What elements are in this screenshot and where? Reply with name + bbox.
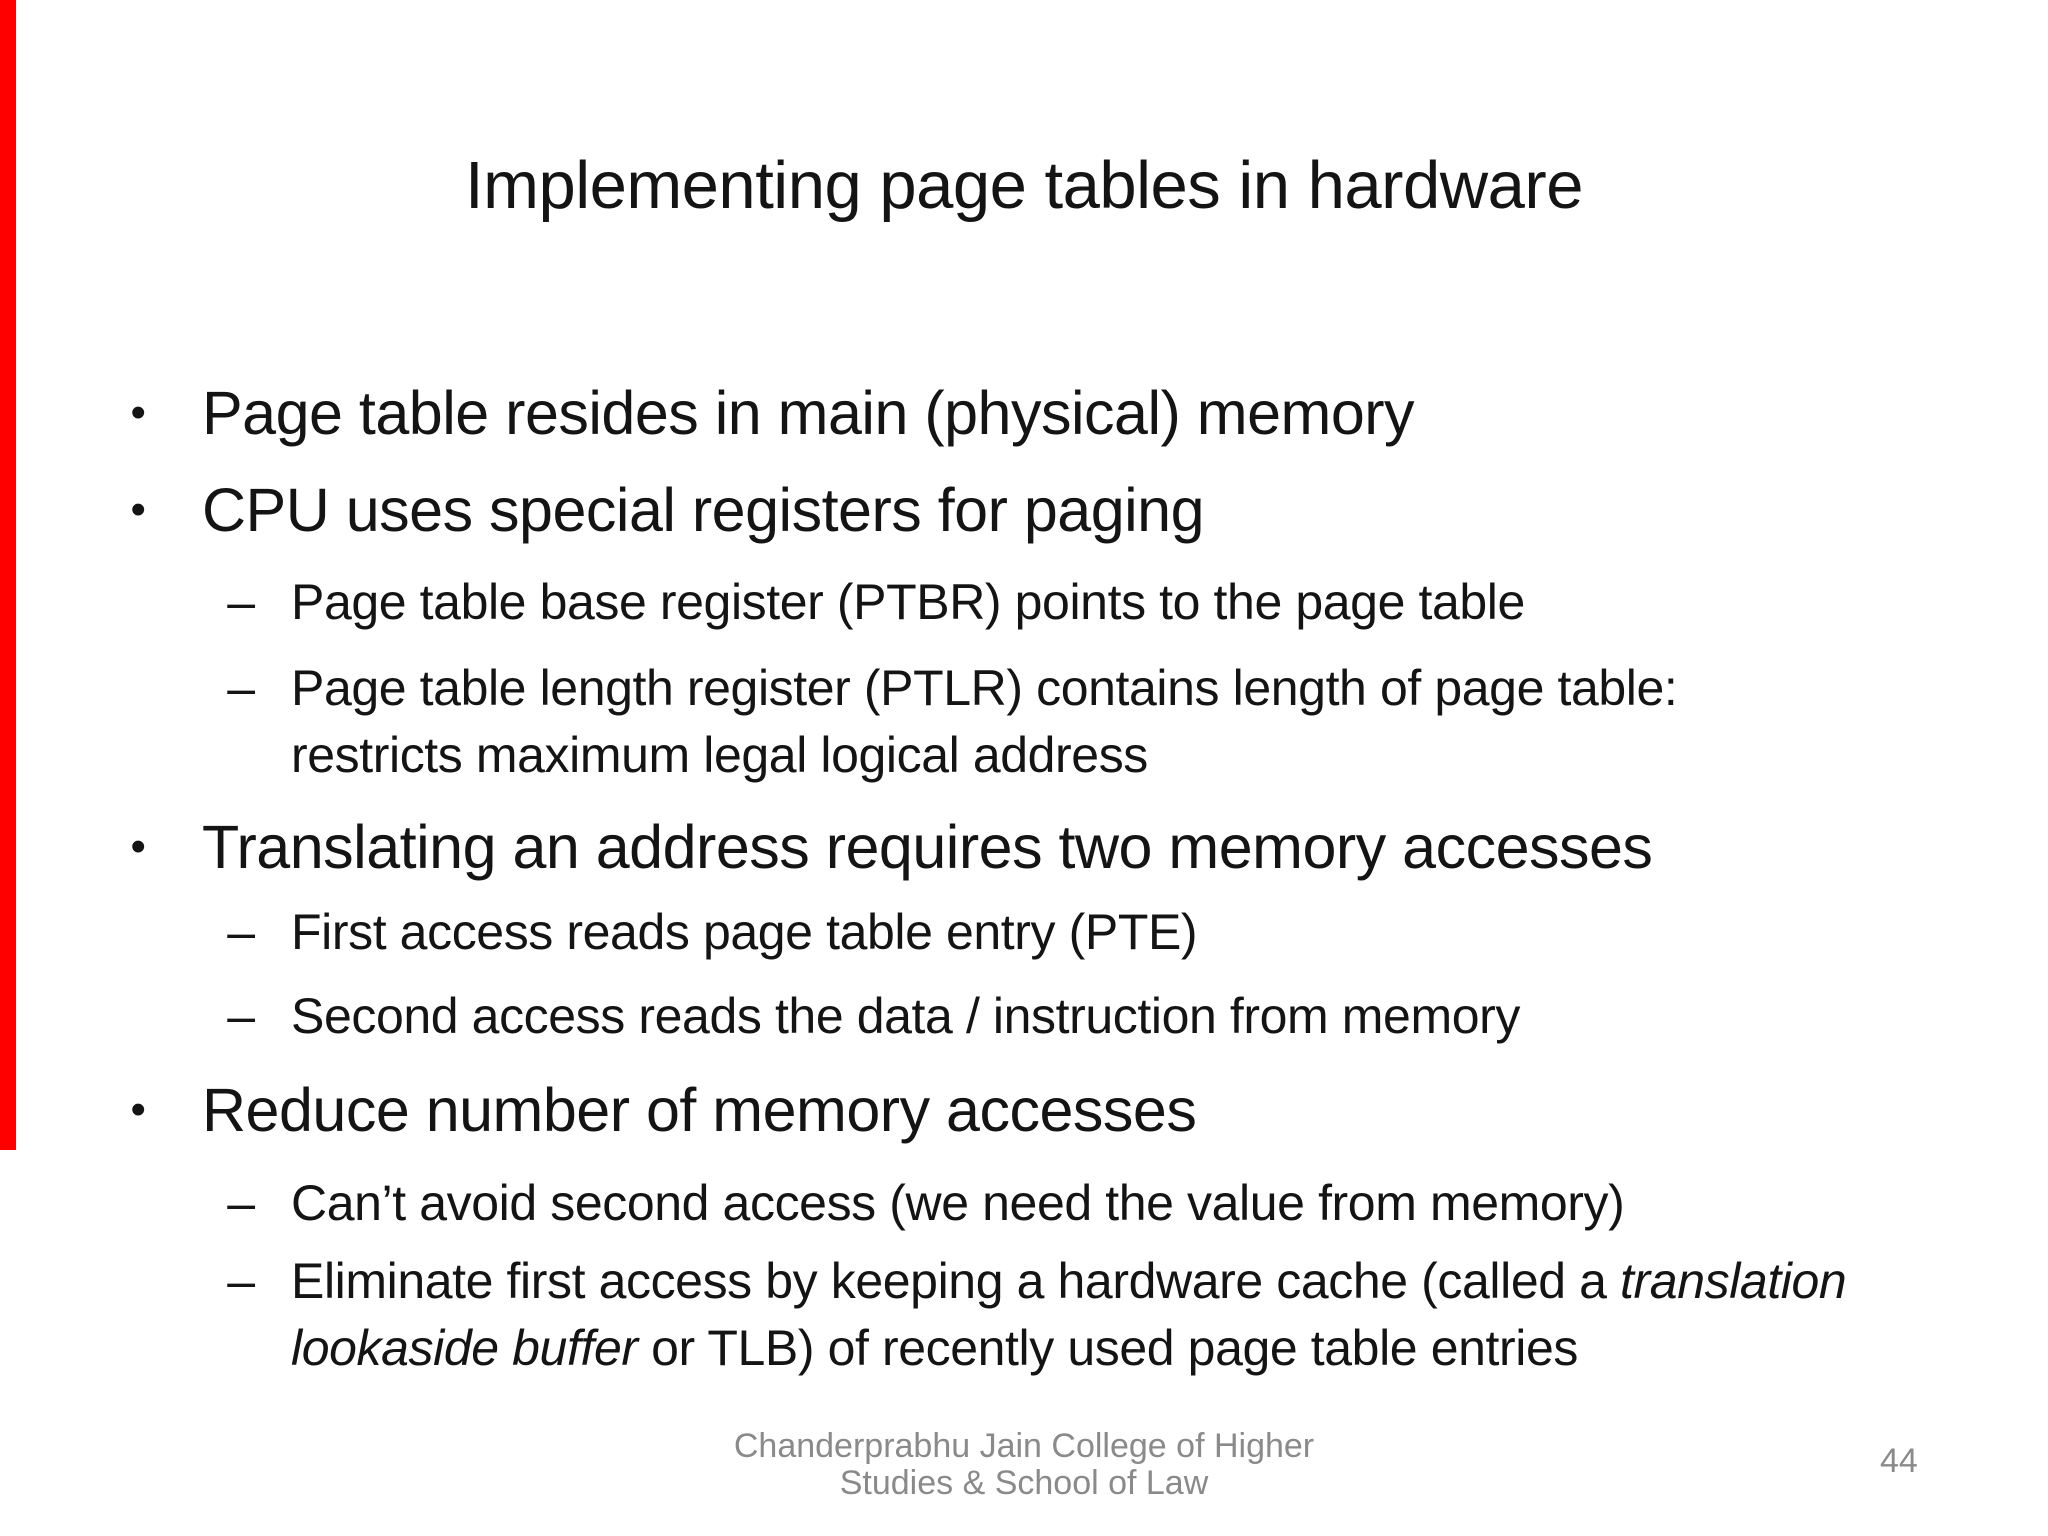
sub-bullet-text-italic: lookaside buffer — [291, 1320, 638, 1376]
sub-bullet-text-plain: Eliminate first access by keeping a hard… — [291, 1253, 1621, 1309]
left-accent-bar — [0, 0, 16, 1150]
bullet-icon: • — [130, 822, 146, 871]
bullet-icon: • — [130, 1085, 146, 1134]
dash-icon: – — [227, 904, 255, 960]
dash-icon: – — [227, 988, 255, 1044]
footer: Chanderprabhu Jain College of Higher Stu… — [0, 1428, 2048, 1502]
slide-title: Implementing page tables in hardware — [465, 148, 1583, 223]
page-number: 44 — [1880, 1442, 1918, 1480]
footer-line-1: Chanderprabhu Jain College of Higher — [733, 1427, 1315, 1465]
sub-bullet-text: Can’t avoid second access (we need the v… — [291, 1175, 1625, 1231]
footer-line-2: Studies & School of Law — [839, 1464, 1209, 1502]
bullet-text: Page table resides in main (physical) me… — [202, 379, 1415, 447]
dash-icon: – — [227, 574, 255, 630]
dash-icon: – — [227, 1253, 255, 1309]
sub-bullet-text: Page table base register (PTBR) points t… — [291, 574, 1525, 630]
bullet-text: Translating an address requires two memo… — [202, 813, 1653, 881]
dash-icon: – — [227, 1175, 255, 1231]
sub-bullet-text: lookaside buffer or TLB) of recently use… — [291, 1316, 1578, 1380]
sub-bullet-text-plain: or TLB) of recently used page table entr… — [637, 1320, 1578, 1376]
bullet-icon: • — [130, 485, 146, 534]
sub-bullet-text: Second access reads the data / instructi… — [291, 988, 1520, 1044]
sub-bullet-text: Page table length register (PTLR) contai… — [291, 660, 1678, 716]
bullet-icon: • — [130, 388, 146, 437]
bullet-text: CPU uses special registers for paging — [202, 476, 1205, 544]
bullet-text: Reduce number of memory accesses — [202, 1076, 1197, 1144]
sub-bullet-text: First access reads page table entry (PTE… — [291, 904, 1198, 960]
sub-bullet-text: restricts maximum legal logical address — [291, 727, 1148, 783]
sub-bullet-text-italic: translation — [1620, 1253, 1847, 1309]
sub-bullet-text: Eliminate first access by keeping a hard… — [291, 1249, 1847, 1313]
dash-icon: – — [227, 660, 255, 716]
